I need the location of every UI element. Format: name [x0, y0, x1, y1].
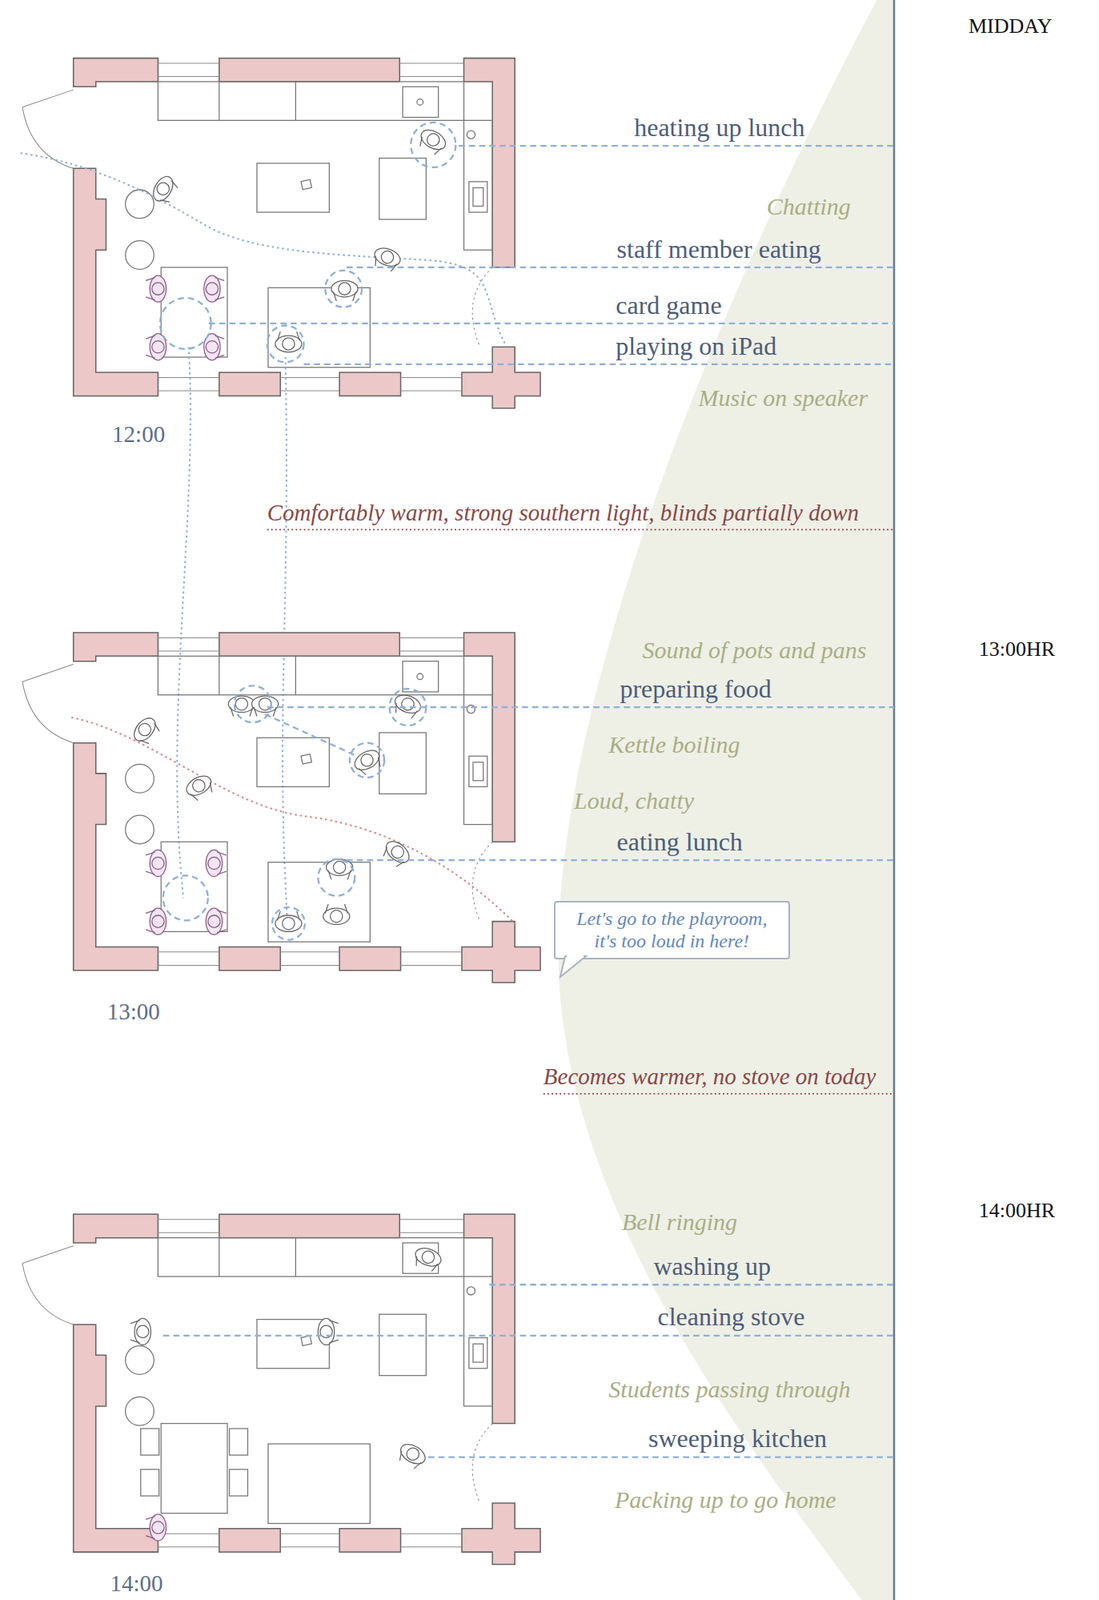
- timeline-heading: MIDDAY: [968, 15, 1053, 39]
- plan-path: [71, 717, 515, 923]
- activity-label: washing up: [653, 1251, 771, 1280]
- plan-use: [129, 713, 163, 748]
- plan-use: [275, 910, 302, 931]
- plan-circle: [163, 874, 209, 920]
- plan-use: [145, 1513, 166, 1541]
- plan-use: [145, 849, 166, 876]
- time-label: 12:00: [112, 421, 165, 448]
- plan-use: [205, 907, 226, 935]
- plan-use: [145, 275, 166, 302]
- activity-label: cleaning stove: [657, 1302, 806, 1331]
- plan-line: [428, 1455, 895, 1457]
- plan-line: [304, 363, 895, 365]
- plan-use: [415, 125, 449, 157]
- plan-use: [130, 1317, 151, 1344]
- bubble-tail-join: [566, 954, 584, 958]
- plan-use: [331, 280, 358, 301]
- plan-use: [395, 1439, 429, 1472]
- timeline-heading: 14:00HR: [978, 1199, 1055, 1223]
- time-label: 14:00: [110, 1570, 164, 1597]
- plan-line: [543, 1092, 894, 1095]
- plan-line: [489, 1283, 895, 1285]
- plan-use: [149, 172, 181, 206]
- plan-rect: [140, 1427, 160, 1455]
- time-shading: [558, 0, 895, 1600]
- environment-note: Comfortably warm, strong southern light,…: [267, 500, 859, 526]
- activity-label: staff member eating: [617, 235, 822, 264]
- plan-circle: [349, 742, 385, 778]
- plan-rect: [140, 1468, 160, 1496]
- sound-label: Loud, chatty: [573, 786, 694, 814]
- bubble-tail: [560, 955, 593, 979]
- plan-line: [264, 713, 355, 755]
- plan-use: [22, 632, 541, 983]
- activity-label: preparing food: [619, 674, 771, 703]
- plan-use: [326, 858, 353, 879]
- plan-use: [252, 695, 279, 716]
- sound-label: Kettle boiling: [608, 730, 740, 758]
- plan-g: [163, 1283, 895, 1456]
- activity-label: playing on iPad: [615, 332, 777, 361]
- plan-path: [176, 346, 191, 898]
- sound-label: Sound of pots and pans: [641, 636, 867, 663]
- plan-use: [323, 903, 350, 924]
- plan-13: [22, 632, 895, 983]
- timeline-axis: [893, 0, 896, 1600]
- plan-line: [346, 266, 895, 269]
- plan-use: [204, 275, 225, 302]
- bubble-text: Let's go to the playroom, it's too loud …: [565, 906, 779, 954]
- plan-g: [140, 1427, 249, 1496]
- sound-label: Bell ringing: [621, 1207, 738, 1235]
- note-underlines: [267, 529, 894, 1094]
- timeline-heading: 13:00HR: [978, 637, 1055, 662]
- plan-circle: [317, 858, 355, 896]
- plan-line: [267, 528, 894, 530]
- plan-circle: [410, 122, 456, 168]
- plan-rect: [229, 1427, 249, 1455]
- plan-circle: [267, 324, 305, 362]
- plan-use: [379, 837, 414, 871]
- sound-label: Chatting: [766, 192, 851, 220]
- plan-line: [163, 1334, 895, 1336]
- plan-circle: [160, 297, 212, 349]
- time-label: 13:00: [107, 998, 161, 1025]
- environment-note: Becomes warmer, no stove on today: [543, 1063, 877, 1090]
- plan-rect: [229, 1468, 249, 1496]
- activity-label: sweeping kitchen: [648, 1423, 827, 1452]
- plan-line: [346, 858, 895, 861]
- plan-line: [267, 705, 895, 708]
- plan-use: [275, 331, 302, 352]
- plan-use: [228, 695, 255, 716]
- plan-circle: [234, 685, 272, 722]
- plan-12: [20, 58, 895, 924]
- plan-circle: [324, 270, 362, 308]
- plan-use: [411, 1244, 444, 1273]
- plan-use: [145, 907, 166, 935]
- activity-label: eating lunch: [617, 827, 743, 856]
- plan-g: [160, 122, 895, 365]
- plan-use: [391, 691, 424, 720]
- plan-use: [22, 58, 541, 409]
- sound-label: Music on speaker: [697, 384, 868, 411]
- plan-use: [317, 1317, 338, 1344]
- plan-14: [22, 1213, 895, 1564]
- plan-use: [145, 333, 166, 361]
- plan-line: [208, 322, 895, 325]
- plan-circle: [272, 906, 305, 940]
- plan-use: [22, 1213, 541, 1564]
- plan-line: [458, 144, 895, 147]
- activity-label: heating up lunch: [633, 113, 805, 142]
- plan-use: [205, 849, 226, 876]
- plan-use: [370, 244, 403, 273]
- sound-label: Packing up to go home: [614, 1485, 837, 1513]
- plan-use: [183, 771, 217, 803]
- plan-path: [20, 152, 507, 347]
- speech-bubble: Let's go to the playroom, it's too loud …: [553, 900, 791, 960]
- sound-label: Students passing through: [608, 1375, 851, 1402]
- activity-label: card game: [615, 291, 722, 320]
- bubble-tail-shape: [560, 955, 586, 977]
